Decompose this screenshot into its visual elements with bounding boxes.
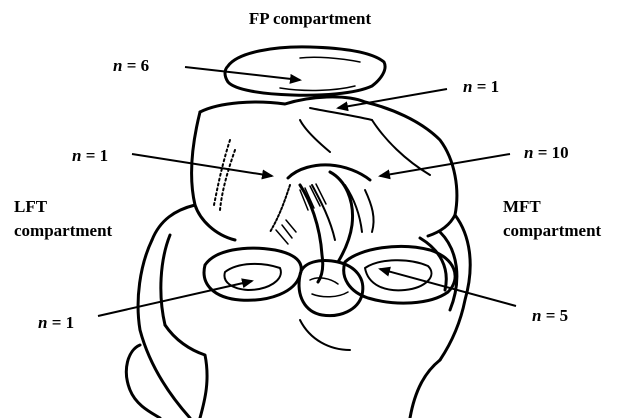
count-label-trochlea: n = 1 (463, 77, 499, 96)
count-label-notch-right: n = 10 (524, 143, 569, 162)
count-label-notch-left: n = 1 (72, 146, 108, 165)
cruciate-ligament-2 (330, 172, 353, 262)
count-label-medial-meniscus: n = 5 (532, 306, 568, 325)
right-compartment-line1: MFT (503, 197, 541, 216)
diagram-title: FP compartment (249, 9, 372, 28)
lateral-meniscus (204, 248, 301, 300)
left-compartment-label: LFT compartment (14, 197, 113, 240)
count-label-lateral-meniscus: n = 1 (38, 313, 74, 332)
knee-illustration (126, 47, 470, 418)
right-compartment-line2: compartment (503, 221, 602, 240)
arrow-patella (185, 67, 300, 80)
arrow-notch-left (132, 154, 272, 176)
femur-outline (200, 97, 457, 215)
tibia-outline (138, 240, 190, 418)
arrow-medial-meniscus (380, 269, 516, 306)
right-compartment-label: MFT compartment (503, 197, 602, 240)
count-label-patella: n = 6 (113, 56, 149, 75)
arrow-notch-right (380, 154, 510, 176)
patella-shape (225, 47, 385, 95)
left-compartment-line2: compartment (14, 221, 113, 240)
left-compartment-line1: LFT (14, 197, 48, 216)
